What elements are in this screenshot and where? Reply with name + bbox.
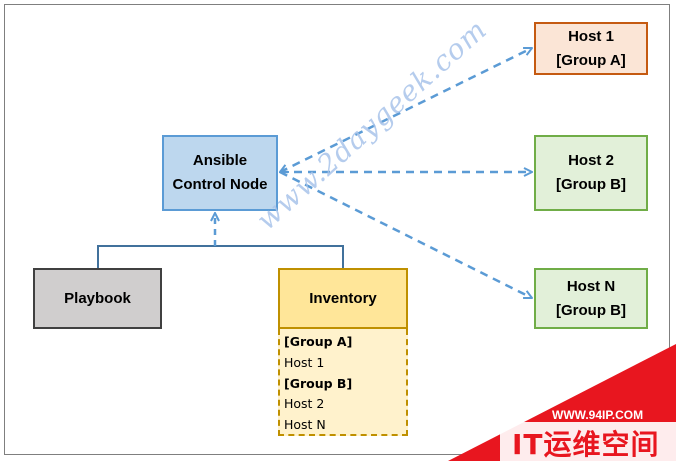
inventory-node: Inventory (278, 268, 408, 329)
control-node-line2: Control Node (172, 176, 268, 193)
arrow-to-host-1 (280, 46, 532, 174)
inventory-label: Inventory (309, 289, 377, 307)
playbook-label: Playbook (64, 289, 131, 307)
inventory-connector (215, 245, 344, 268)
host-name: Host 2 (568, 152, 614, 169)
inventory-entry: Host 1 (284, 354, 325, 370)
inventory-entries: [Group A] Host 1 [Group B] Host 2 Host N (278, 329, 408, 436)
host-n-node: Host N [Group B] (534, 268, 648, 329)
host-group: [Group B] (556, 176, 626, 193)
host-name: Host N (566, 277, 616, 295)
arrow-to-host-n (279, 170, 532, 300)
playbook-node: Playbook (33, 268, 162, 329)
host-name: Host 1 (568, 27, 614, 45)
ansible-control-node: Ansible Control Node (162, 135, 278, 211)
control-node-line1: Ansible (192, 152, 248, 169)
inventory-entry: [Group B] (284, 375, 353, 391)
host-group: [Group B] (556, 301, 626, 319)
stamp-url: WWW.94IP.COM (552, 408, 644, 422)
host-2-node: Host 2 [Group B] (534, 135, 648, 211)
host-1-node: Host 1 [Group A] (534, 22, 648, 75)
host-group: [Group A] (556, 51, 626, 69)
playbook-connector (97, 245, 215, 268)
inventory-entry: [Group A] (284, 334, 353, 349)
inventory-entry: Host 2 (284, 396, 325, 412)
inventory-entry: Host N (284, 417, 326, 433)
stamp-name: IT运维空间 (512, 428, 660, 461)
